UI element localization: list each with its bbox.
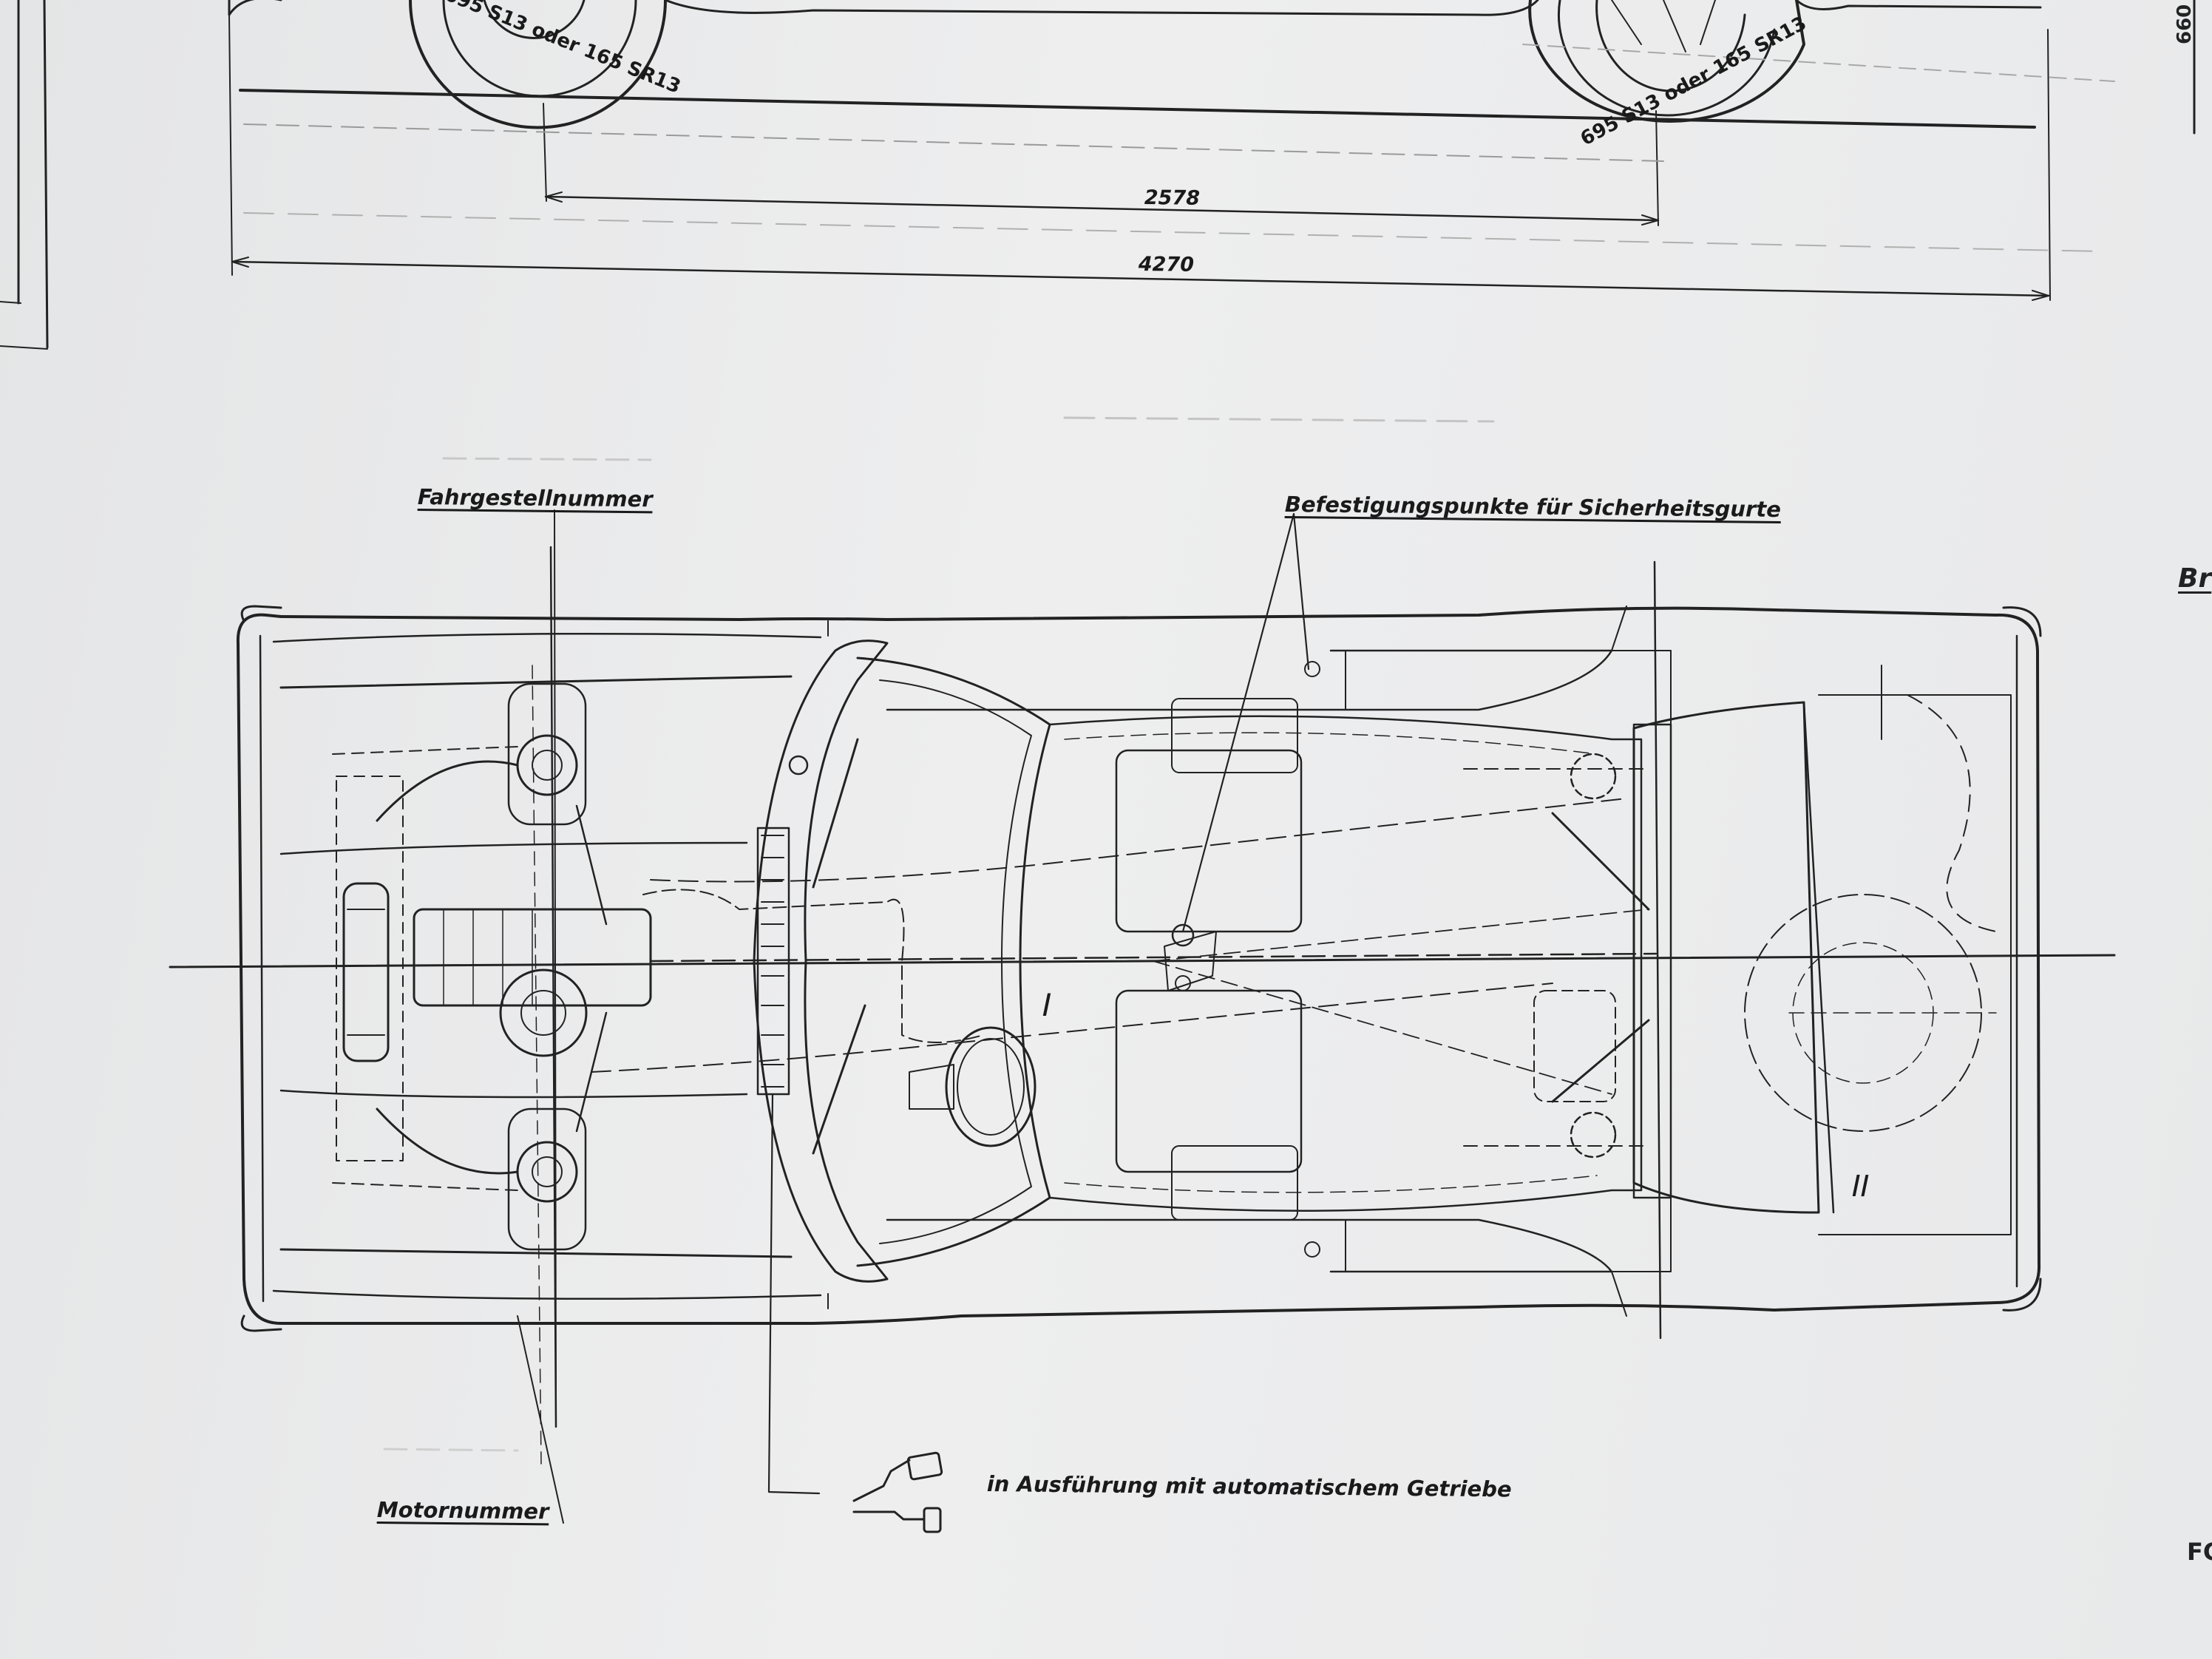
overall-length-dimension: 4270 [1138, 253, 1195, 276]
side-view [0, 0, 2196, 350]
edge-fragment-mid: Br [2178, 563, 2212, 594]
wheelbase-dimension: 2578 [1144, 186, 1201, 210]
gear-selector-icon [852, 1451, 943, 1533]
body-outline [236, 606, 2041, 1325]
front-suspension [332, 682, 608, 1251]
marker-front-seat: I [1042, 987, 1052, 1024]
engine-number-label: Motornummer [376, 1497, 549, 1524]
edge-fragment-top: 660 [2174, 4, 2196, 44]
edge-fragment-bottom: FC [2187, 1538, 2212, 1566]
rear-axle [1153, 650, 1672, 1272]
front-seats [1115, 698, 1303, 1221]
roof [1048, 715, 1643, 1212]
plan-view [169, 416, 2116, 1465]
chassis-number-label: Fahrgestellnummer [417, 484, 653, 512]
engine [342, 882, 652, 1062]
callout-leaders [517, 509, 1310, 1533]
seatbelt-points-label: Befestigungspunkte für Sicherheitsgurte [1284, 492, 1782, 523]
marker-rear-area: II [1851, 1170, 1870, 1204]
cowl [753, 639, 889, 1283]
